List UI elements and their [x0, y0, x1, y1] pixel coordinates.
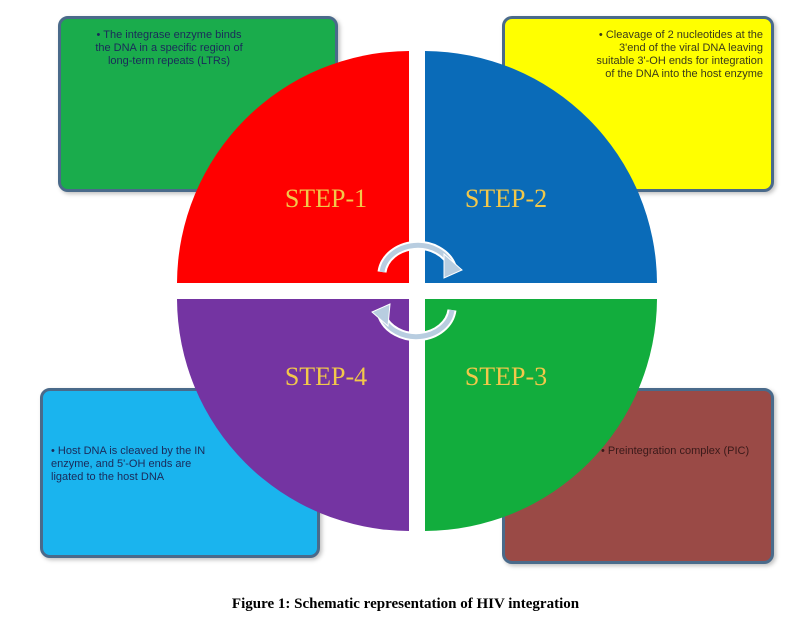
step-4-quadrant [177, 299, 409, 531]
step-4-label: STEP-4 [285, 362, 367, 391]
step-3-quadrant [425, 299, 657, 531]
figure-caption: Figure 1: Schematic representation of HI… [231, 596, 580, 612]
step-1-quadrant [177, 51, 409, 283]
step-2-quadrant [425, 51, 657, 283]
step-1-description: • The integrase enzyme binds the DNA in … [95, 29, 243, 67]
step-3-label: STEP-3 [465, 362, 547, 391]
step-1-label: STEP-1 [285, 184, 367, 213]
step-4-description: • Host DNA is cleaved by the IN enzyme, … [51, 445, 206, 483]
cycle-arrows-icon [371, 240, 463, 342]
step-2-description: • Cleavage of 2 nucleotides at the 3'end… [596, 29, 763, 80]
step-2-label: STEP-2 [465, 184, 547, 213]
step-3-description: • Preintegration complex (PIC) [601, 445, 750, 457]
